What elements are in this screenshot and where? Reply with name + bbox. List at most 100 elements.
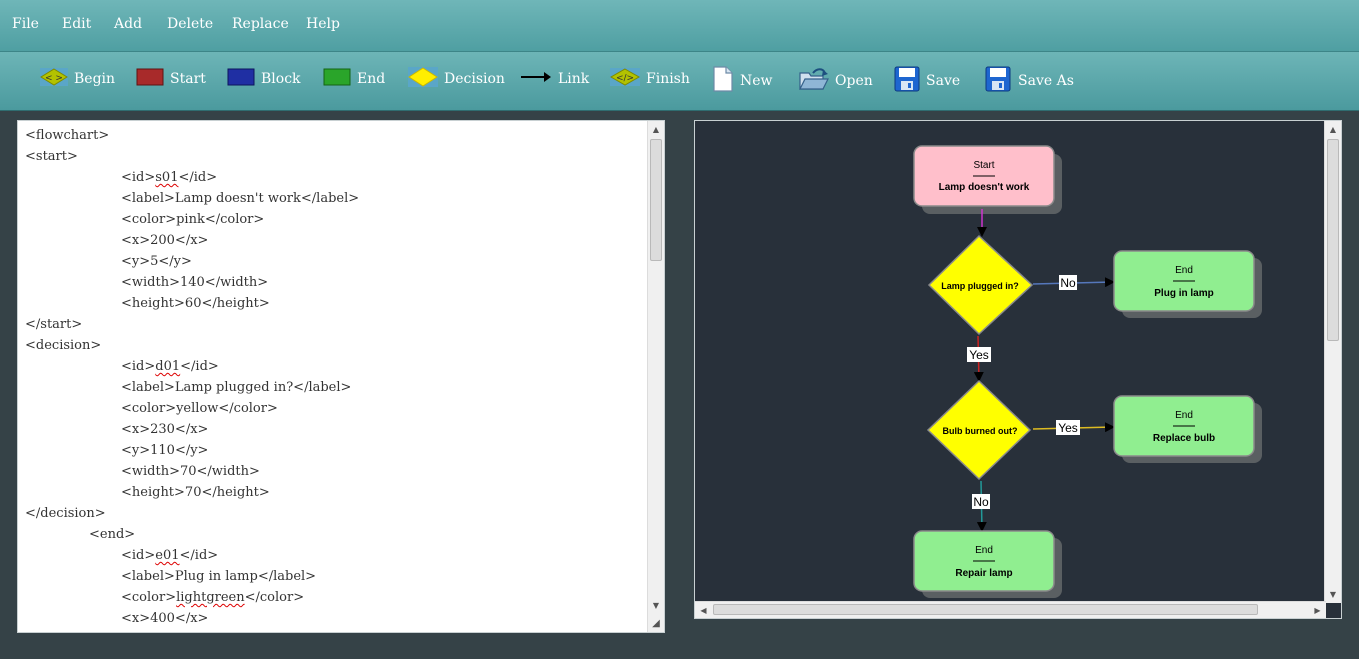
- code-line[interactable]: <end>: [89, 527, 136, 542]
- code-line[interactable]: <id>e01</id>: [121, 548, 219, 563]
- code-line[interactable]: <width>140</width>: [121, 275, 269, 290]
- scroll-down-arrow-icon[interactable]: ▼: [652, 601, 660, 610]
- svg-text:Yes: Yes: [969, 348, 989, 362]
- block-shape-icon: [227, 68, 255, 90]
- new-button[interactable]: New: [712, 66, 773, 96]
- start-label: Start: [170, 71, 206, 87]
- code-line[interactable]: <x>230</x>: [121, 422, 209, 437]
- decision-label-bulb: Bulb burned out?: [943, 426, 1018, 436]
- diamond-icon: [408, 67, 438, 91]
- end-node-repair: End Repair lamp: [913, 530, 1055, 592]
- end-button[interactable]: End: [323, 64, 385, 94]
- end-node-bulb-label: Replace bulb: [1153, 433, 1215, 444]
- begin-button[interactable]: < > Begin: [40, 64, 115, 94]
- save-as-label: Save As: [1018, 73, 1074, 89]
- code-line[interactable]: <x>200</x>: [121, 233, 209, 248]
- code-line[interactable]: <label>Lamp doesn't work</label>: [121, 191, 360, 206]
- open-label: Open: [835, 73, 873, 89]
- menu-help[interactable]: Help: [306, 16, 340, 32]
- link-label-d1-no: No: [1059, 275, 1077, 290]
- start-node-label: Lamp doesn't work: [939, 182, 1030, 193]
- flowchart-canvas[interactable]: Start Lamp doesn't work Lamp plugged in?…: [694, 120, 1342, 619]
- end-node-repair-type: End: [975, 545, 993, 556]
- svg-text:</>: </>: [616, 74, 634, 84]
- start-shape-icon: [136, 68, 164, 90]
- decision-button[interactable]: Decision: [408, 64, 505, 94]
- code-line[interactable]: <height>60</height>: [121, 296, 270, 311]
- svg-text:Yes: Yes: [1058, 421, 1078, 435]
- resize-grip-icon[interactable]: ◢: [652, 618, 660, 629]
- end-node-bulb: End Replace bulb: [1113, 395, 1255, 457]
- open-button[interactable]: Open: [799, 66, 873, 96]
- canvas-scroll-up-icon[interactable]: ▲: [1329, 125, 1337, 134]
- begin-label: Begin: [74, 71, 116, 87]
- new-label: New: [740, 73, 773, 89]
- block-button[interactable]: Block: [227, 64, 301, 94]
- editor-vertical-scrollbar[interactable]: ▲ ▼ ◢: [647, 121, 664, 632]
- canvas-hscroll-thumb[interactable]: [713, 604, 1258, 615]
- code-line[interactable]: <id>d01</id>: [121, 359, 219, 374]
- start-button[interactable]: Start: [136, 64, 206, 94]
- code-tag-icon: < >: [40, 68, 68, 90]
- svg-text:No: No: [1060, 276, 1076, 290]
- end-node-repair-label: Repair lamp: [955, 568, 1012, 579]
- xml-editor[interactable]: <flowchart> <start> <id>s01</id> <label>Lam…: [17, 120, 665, 633]
- canvas-scroll-left-icon[interactable]: ◀: [700, 605, 707, 615]
- menu-delete[interactable]: Delete: [167, 16, 214, 32]
- end-node-plug-label: Plug in lamp: [1154, 288, 1213, 299]
- decision-label: Decision: [444, 71, 505, 87]
- start-node-type: Start: [973, 160, 994, 171]
- arrow-right-icon: [520, 71, 552, 87]
- code-line[interactable]: <color>yellow</color>: [121, 401, 278, 416]
- canvas-vertical-scrollbar[interactable]: ▲ ▼: [1324, 121, 1341, 603]
- flowchart-diagram: Start Lamp doesn't work Lamp plugged in?…: [913, 145, 1262, 598]
- decision-node-plugged: Lamp plugged in?: [927, 234, 1034, 336]
- canvas-horizontal-scrollbar[interactable]: ◀ ▶: [695, 601, 1326, 618]
- menu-edit[interactable]: Edit: [62, 16, 92, 32]
- save-label: Save: [926, 73, 961, 89]
- canvas-vscroll-thumb[interactable]: [1327, 139, 1339, 341]
- decision-node-bulb: Bulb burned out?: [926, 379, 1032, 481]
- link-label-d2-no: No: [972, 494, 990, 509]
- save-as-button[interactable]: Save As: [985, 66, 1074, 96]
- code-line[interactable]: <width>70</width>: [121, 464, 260, 479]
- code-line[interactable]: <flowchart>: [25, 128, 110, 143]
- code-line[interactable]: <label>Plug in lamp</label>: [121, 569, 317, 584]
- link-label: Link: [558, 71, 590, 87]
- code-line[interactable]: <id>s01</id>: [121, 170, 218, 185]
- code-line[interactable]: <decision>: [25, 338, 102, 353]
- code-close-tag-icon: </>: [609, 68, 641, 90]
- decision-label-plugged: Lamp plugged in?: [941, 281, 1019, 291]
- block-label: Block: [261, 71, 301, 87]
- menu-file[interactable]: File: [12, 16, 39, 32]
- code-line[interactable]: <color>pink</color>: [121, 212, 265, 227]
- canvas-scroll-right-icon[interactable]: ▶: [1314, 605, 1321, 615]
- end-shape-icon: [323, 68, 351, 90]
- menu-replace[interactable]: Replace: [232, 16, 289, 32]
- menu-add[interactable]: Add: [114, 16, 143, 32]
- scrollbar-thumb[interactable]: [650, 139, 662, 261]
- end-node-plug-type: End: [1175, 265, 1193, 276]
- scroll-up-arrow-icon[interactable]: ▲: [652, 125, 660, 134]
- code-line[interactable]: <y>110</y>: [121, 443, 209, 458]
- code-line[interactable]: <start>: [25, 149, 78, 164]
- end-node-bulb-type: End: [1175, 410, 1193, 421]
- svg-text:< >: < >: [45, 74, 63, 84]
- code-line[interactable]: <x>400</x>: [121, 611, 209, 626]
- finish-label: Finish: [646, 71, 690, 87]
- toolbar: < > Begin Start Block End Decision: [0, 52, 1359, 111]
- finish-button[interactable]: </> Finish: [609, 64, 690, 94]
- code-line[interactable]: <y>5</y>: [121, 254, 192, 269]
- code-line[interactable]: <height>70</height>: [121, 485, 270, 500]
- code-line[interactable]: </start>: [25, 317, 83, 332]
- save-button[interactable]: Save: [894, 66, 960, 96]
- new-document-icon: [712, 66, 734, 96]
- link-button[interactable]: Link: [520, 64, 589, 94]
- canvas-scroll-down-icon[interactable]: ▼: [1329, 590, 1337, 599]
- code-line[interactable]: <label>Lamp plugged in?</label>: [121, 380, 352, 395]
- code-line[interactable]: </decision>: [25, 506, 106, 521]
- menu-bar: File Edit Add Delete Replace Help: [0, 0, 1359, 52]
- svg-text:No: No: [973, 495, 989, 509]
- code-line[interactable]: <color>lightgreen</color>: [121, 590, 305, 605]
- floppy-disk-save-as-icon: [985, 66, 1012, 97]
